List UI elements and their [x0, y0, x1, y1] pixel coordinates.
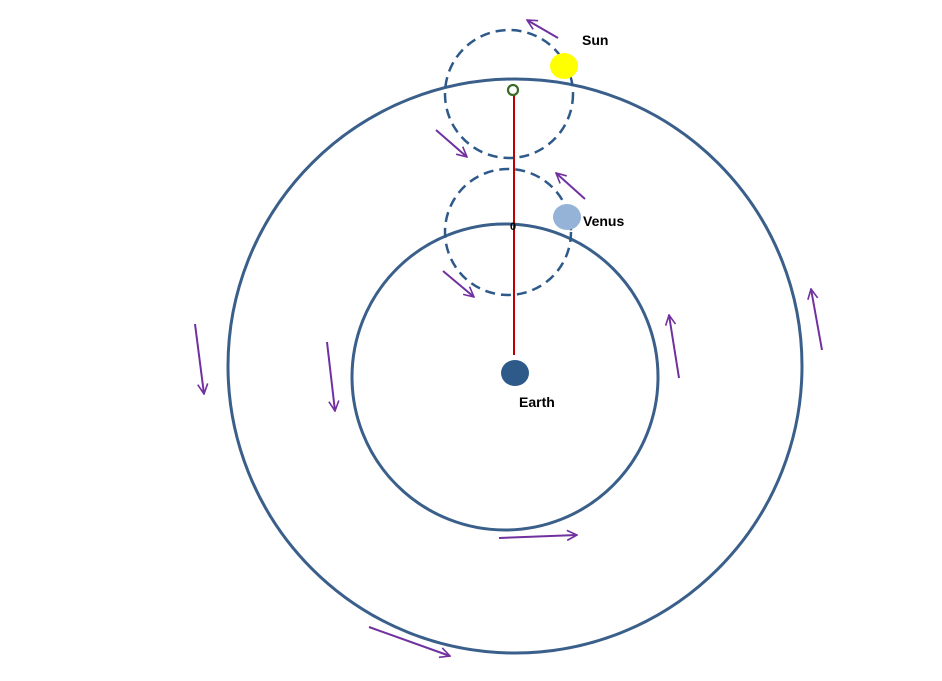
- arrow-icon: [498, 535, 577, 538]
- arrow-icon: [435, 129, 467, 157]
- arrow-icon: [669, 315, 680, 379]
- arrow-icon: [326, 341, 335, 411]
- venus-deferent-orbit: [350, 222, 660, 532]
- sun-epicycle: [443, 28, 575, 160]
- arrow-icon: [442, 270, 474, 297]
- sun-deferent-orbit: [226, 77, 804, 655]
- arrow-icon: [811, 289, 823, 351]
- venus: [553, 204, 581, 230]
- sun-label: Sun: [582, 32, 608, 48]
- arrow-icon: [527, 20, 559, 39]
- venus-label: Venus: [583, 213, 624, 229]
- earth-label: Earth: [519, 394, 555, 410]
- earth: [501, 360, 529, 386]
- sun-epicycle-center-marker: [506, 83, 520, 97]
- venus-epicycle-center-label: 0: [510, 221, 516, 233]
- arrow-icon: [194, 323, 204, 394]
- sun: [550, 53, 578, 79]
- arrow-icon: [368, 626, 450, 656]
- arrow-icon: [556, 173, 586, 200]
- motion-arrows: [194, 20, 823, 656]
- venus-epicycle: [443, 167, 573, 297]
